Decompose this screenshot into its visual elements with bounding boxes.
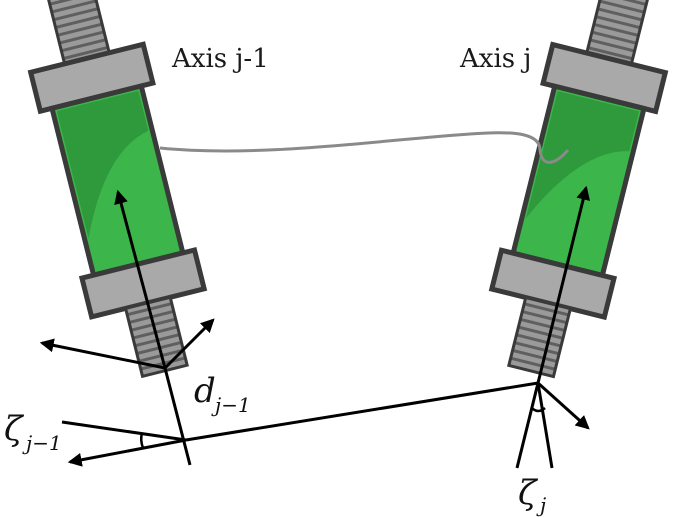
zeta-left-arrow [67, 438, 187, 467]
actuator-right-highlight [525, 91, 640, 219]
actuator-right [488, 0, 669, 379]
d-label: d [194, 371, 216, 411]
axis-right-label: Axis j [459, 44, 531, 74]
zeta-left-angle-arc [139, 432, 145, 449]
zeta-left-sub-label: j−1 [22, 431, 62, 455]
axis-left-label: Axis j-1 [171, 44, 269, 74]
d-offset-line [163, 367, 192, 466]
d-sub-label: j−1 [211, 393, 251, 417]
zeta-right-sub-label: j [536, 493, 546, 517]
link-curve [159, 131, 570, 164]
zeta-left-reference-line [61, 420, 187, 442]
zeta-right-angle-arc [531, 407, 546, 413]
zeta-left-label: ζ [4, 409, 25, 449]
common-normal-line [185, 381, 539, 442]
zeta-right-line-a [515, 382, 540, 469]
frame-left-x-arrow [39, 338, 166, 370]
zeta-right-label: ζ [518, 473, 539, 513]
actuator-right-bottom-shaft [506, 295, 573, 379]
axis-left-z-arrow [114, 189, 167, 369]
frame-left-y-arrow [163, 318, 215, 370]
axis-right-z-arrow [536, 185, 591, 384]
zeta-right-line-b [536, 382, 554, 469]
frame-right-x-arrow [536, 381, 590, 430]
actuator-left-highlight [56, 90, 149, 239]
